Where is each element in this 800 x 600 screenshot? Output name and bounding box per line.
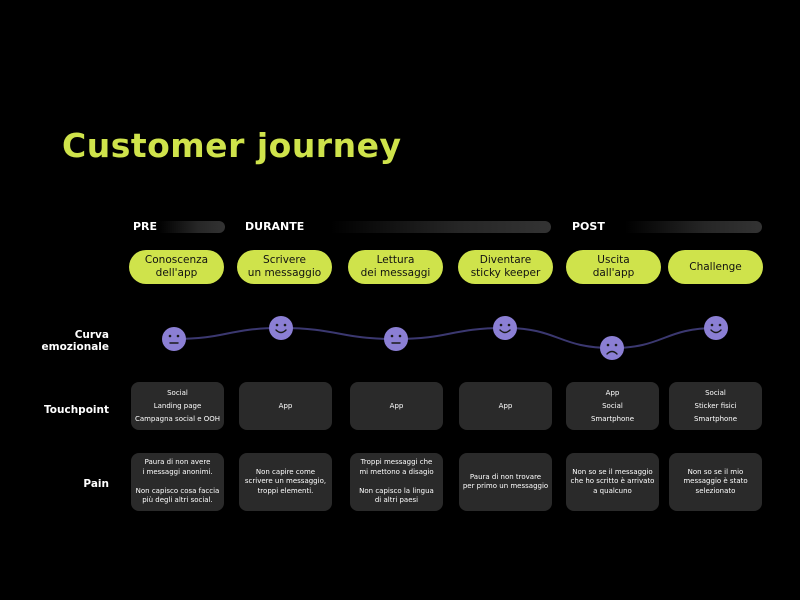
happy-face-icon [493,316,517,340]
row-label-emotion: Curva emozionale [41,329,109,353]
touchpoint-card: App [350,382,443,430]
phase-label: PRE [133,220,158,233]
emotion-curve-line [173,326,717,350]
row-label-touchpoint: Touchpoint [44,404,109,416]
step-sticky-keeper: Diventare sticky keeper [458,250,553,284]
phase-label: DURANTE [245,220,305,233]
phase-post: POST [572,220,762,233]
step-uscita: Uscita dall'app [566,250,661,284]
pain-card: Troppi messaggi che mi mettono a disagio… [350,453,443,511]
touchpoint-card: App [239,382,332,430]
neutral-face-icon [162,327,186,351]
touchpoint-card: Social Landing page Campagna social e OO… [131,382,224,430]
touchpoint-card: App Social Smartphone [566,382,659,430]
step-conoscenza: Conoscenza dell'app [129,250,224,284]
happy-face-icon [704,316,728,340]
pain-card: Non so se il messaggio che ho scritto è … [566,453,659,511]
phase-durante: DURANTE [245,220,551,233]
pain-card: Paura di non trovare per primo un messag… [459,453,552,511]
sad-face-icon [600,336,624,360]
page-title: Customer journey [62,126,402,165]
row-label-pain: Pain [83,478,109,490]
phase-pre: PRE [133,220,225,233]
pain-card: Non capire come scrivere un messaggio, t… [239,453,332,511]
touchpoint-card: Social Sticker fisici Smartphone [669,382,762,430]
step-challenge: Challenge [668,250,763,284]
phase-label: POST [572,220,605,233]
step-scrivere: Scrivere un messaggio [237,250,332,284]
touchpoint-card: App [459,382,552,430]
happy-face-icon [269,316,293,340]
pain-card: Non so se il mio messaggio è stato selez… [669,453,762,511]
pain-card: Paura di non avere i messaggi anonimi. N… [131,453,224,511]
step-lettura: Lettura dei messaggi [348,250,443,284]
neutral-face-icon [384,327,408,351]
